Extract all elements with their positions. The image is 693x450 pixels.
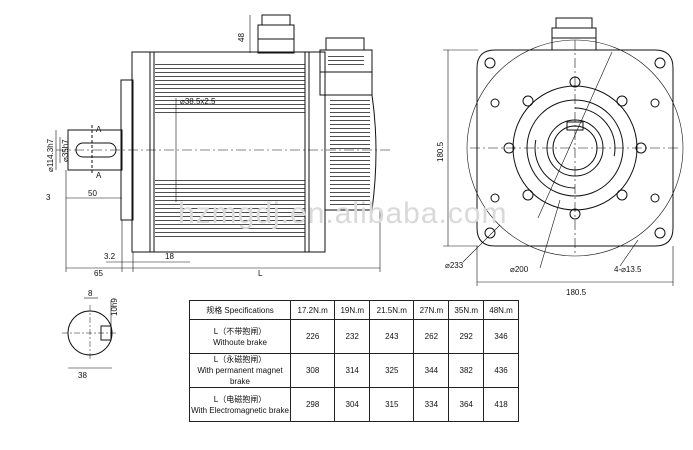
dim-48: 48 [237,33,246,42]
table-cell: 325 [369,353,415,388]
side-hole-3 [490,193,500,203]
section-mark-top: A [96,125,102,134]
table-cell: 346 [483,319,519,354]
table-cell: 298 [289,387,336,422]
table-cell: 314 [334,353,371,388]
ring-hole-8 [616,189,628,201]
dim-key-height: 8 [88,289,93,298]
row-label: L（永磁抱闸） With permanent magnet brake [189,353,291,388]
table-cell: 226 [289,319,336,354]
dim-flange-bore: ⌀38.5x2.5 [180,97,216,106]
watermark: hzmgdj.en.alibaba.com [178,197,508,230]
connector-cap-1 [261,14,291,26]
table-cell: 292 [448,319,485,354]
side-view-labels: 48 ⌀38.5x2.5 ⌀114.3h7 ⌀35h7 A A 3 50 3.2… [46,33,263,278]
connector-cap-2 [325,37,365,51]
side-hole-1 [490,98,500,108]
cooling-fins-bottom [155,180,305,240]
table-cell: 334 [413,387,450,422]
row-label-cn: L（电磁抱闸） [213,394,267,404]
output-shaft [67,129,123,171]
spec-table: 规格 Specifications 17.2N.m 19N.m 21.5N.m … [189,300,519,422]
encoder-housing [324,94,377,211]
row-label-cn: L（永磁抱闸） [213,355,267,364]
mount-hole-bl [484,227,496,239]
dim-shaft-dia: ⌀114.3h7 [46,138,55,172]
dim-pcd: ⌀233 [445,261,464,270]
dim-50: 50 [88,189,97,198]
table-row: L（电磁抱闸） With Electromagnetic brake 298 3… [189,387,519,422]
row-label-en: With Electromagnetic brake [191,405,289,415]
header-torque-5: 35N.m [448,300,485,320]
mount-hole-tr [654,57,666,69]
table-row: L（不带抱闸） Withoute brake 226 232 243 262 2… [189,319,519,354]
ring-hole-5 [522,95,534,107]
header-spec: 规格 Specifications [189,300,291,320]
side-hole-4 [650,193,660,203]
dim-shaft-section: 38 [78,371,87,380]
table-cell: 382 [448,353,485,388]
row-label: L（电磁抱闸） With Electromagnetic brake [189,387,291,422]
side-hole-2 [650,98,660,108]
dim-18: 18 [165,252,174,261]
dim-3-2: 3.2 [104,252,116,261]
front-view [443,17,684,286]
table-cell: 344 [413,353,450,388]
table-cell: 304 [334,387,371,422]
section-mark-bottom: A [96,171,102,180]
row-label-cn: L（不带抱闸） [213,326,267,336]
dim-bore: ⌀200 [510,265,529,274]
cooling-fins-top [155,64,305,114]
header-torque-6: 48N.m [483,300,519,320]
table-cell: 243 [369,319,415,354]
dim-L: L [258,269,263,278]
front-view-labels: 180.5 180.5 ⌀233 ⌀200 4-⌀13.5 [436,141,642,297]
mount-hole-tl [484,57,496,69]
dim-holes: 4-⌀13.5 [614,265,642,274]
front-connector-body [551,27,597,51]
ring-hole-6 [616,95,628,107]
header-torque-4: 27N.m [413,300,450,320]
mount-hole-br [654,227,666,239]
table-cell: 308 [289,353,336,388]
side-view [55,14,390,272]
dim-square-bottom: 180.5 [566,288,587,297]
row-label-en: With permanent magnet brake [197,366,283,386]
row-label-en: Withoute brake [213,337,267,347]
row-label: L（不带抱闸） Withoute brake [189,319,291,354]
section-view-labels: 10h9 8 38 [78,289,119,380]
square-flange [476,49,674,247]
dim-key-width: 10h9 [110,298,119,316]
table-row: L（永磁抱闸） With permanent magnet brake 308 … [189,353,519,388]
header-torque-3: 21.5N.m [369,300,415,320]
table-cell: 364 [448,387,485,422]
spec-table-header: 规格 Specifications 17.2N.m 19N.m 21.5N.m … [189,300,519,320]
table-cell: 418 [483,387,519,422]
dim-square: 180.5 [436,141,445,162]
dim-65: 65 [94,269,103,278]
table-cell: 315 [369,387,415,422]
table-cell: 232 [334,319,371,354]
dim-shaft-d2: ⌀35h7 [61,139,70,162]
header-torque-1: 17.2N.m [289,300,336,320]
section-view [62,297,118,369]
dim-3: 3 [46,193,51,202]
header-torque-2: 19N.m [334,300,371,320]
table-cell: 262 [413,319,450,354]
front-connector-cap [555,17,593,29]
table-cell: 436 [483,353,519,388]
ring-hole-7 [522,189,534,201]
